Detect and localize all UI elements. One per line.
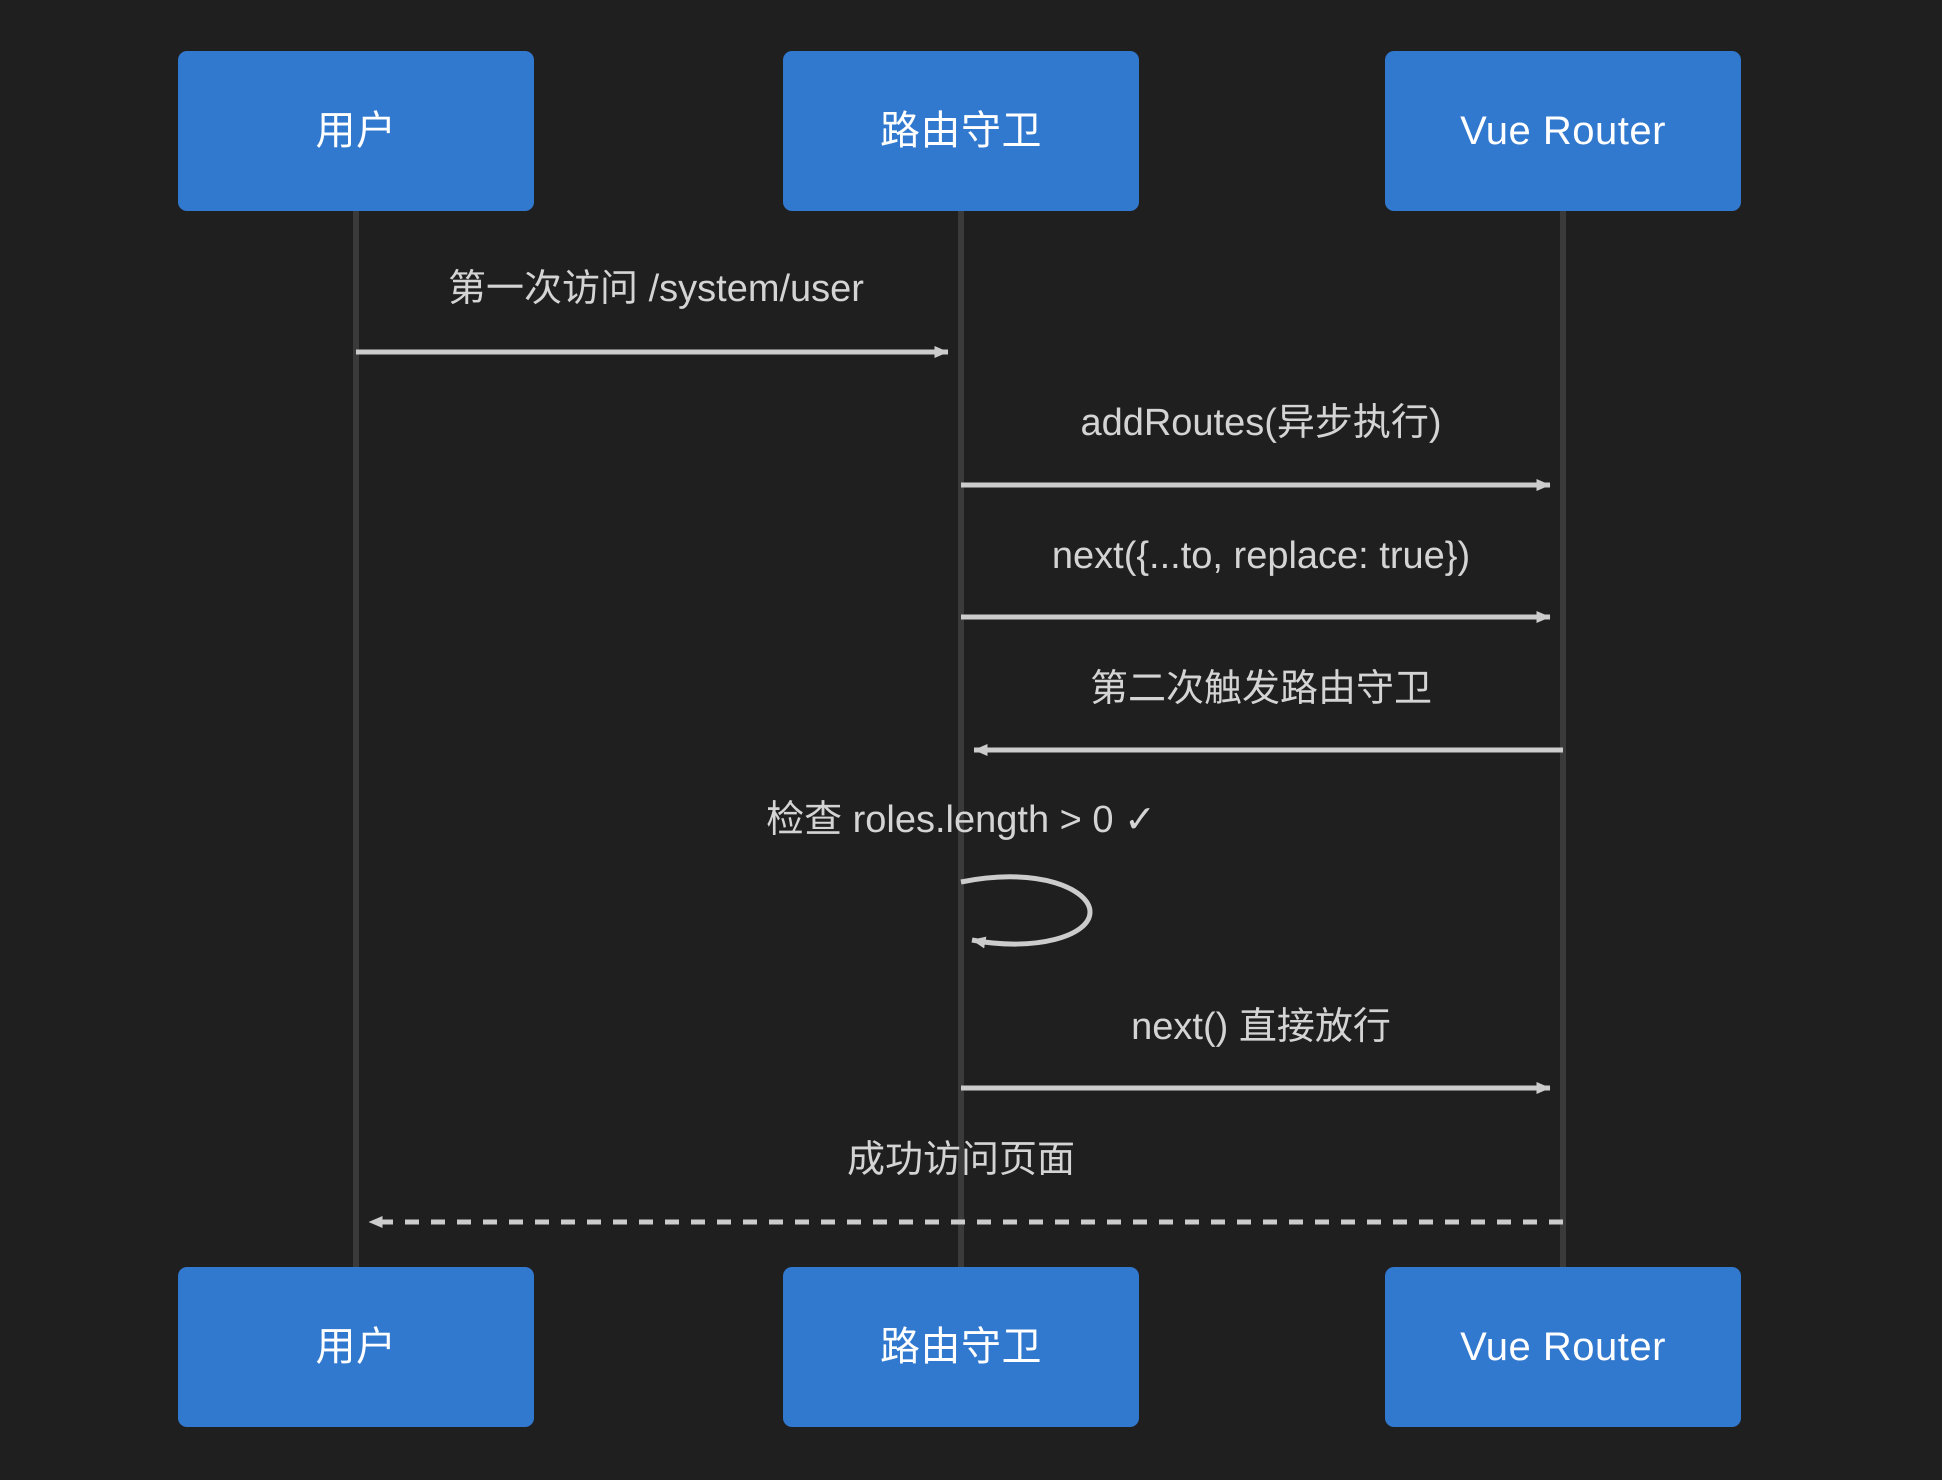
- participant-label-guard-top: 路由守卫: [880, 109, 1042, 153]
- message-label-0: 第一次访问 /system/user: [448, 268, 864, 310]
- participant-label-router-bottom: Vue Router: [1460, 1325, 1666, 1369]
- message-label-4: 检查 roles.length > 0 ✓: [766, 799, 1156, 841]
- lifelines: [353, 211, 1566, 1267]
- message-label-2: next({...to, replace: true}): [1051, 535, 1471, 577]
- participant-box-router-top[interactable]: Vue Router: [1385, 51, 1741, 211]
- participant-box-router-bottom[interactable]: Vue Router: [1385, 1267, 1741, 1427]
- participant-box-user-top[interactable]: 用户: [178, 51, 534, 211]
- message-label-1: addRoutes(异步执行): [1080, 402, 1442, 444]
- participant-box-user-bottom[interactable]: 用户: [178, 1267, 534, 1427]
- message-label-3: 第二次触发路由守卫: [1089, 668, 1433, 710]
- participant-label-router-top: Vue Router: [1460, 109, 1666, 153]
- participant-label-user-top: 用户: [315, 109, 397, 153]
- message-label-5: next() 直接放行: [1131, 1006, 1391, 1048]
- participant-box-guard-top[interactable]: 路由守卫: [783, 51, 1139, 211]
- message-label-6: 成功访问页面: [846, 1139, 1076, 1181]
- message-self-loop-4: [960, 874, 1093, 949]
- participant-box-guard-bottom[interactable]: 路由守卫: [783, 1267, 1139, 1427]
- participant-label-user-bottom: 用户: [315, 1325, 397, 1369]
- participant-label-guard-bottom: 路由守卫: [880, 1325, 1042, 1369]
- message-arrows: [356, 346, 1563, 1228]
